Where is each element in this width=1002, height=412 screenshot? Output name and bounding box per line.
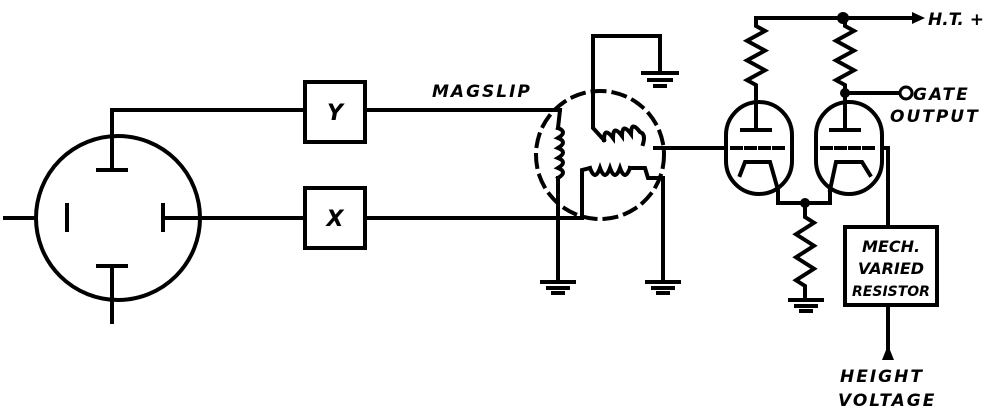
gate-label: GATE xyxy=(913,85,970,105)
resistor-label-2: VARIED xyxy=(858,259,924,278)
cathode-resistor xyxy=(792,201,818,302)
x-amplifier-box: X xyxy=(303,186,367,250)
ground-icon xyxy=(788,298,824,313)
crt-deflection-tube xyxy=(3,108,307,324)
magslip-label: MAGSLIP xyxy=(432,82,532,102)
anode-resistor-1 xyxy=(742,16,770,95)
mech-varied-resistor-box: MECH. VARIED RESISTOR xyxy=(843,225,939,307)
voltage-label: VOLTAGE xyxy=(838,391,936,411)
ht-plus-label: H.T. + xyxy=(928,10,984,30)
y-box-label: Y xyxy=(327,101,345,126)
junction-dot xyxy=(800,198,810,208)
resistor-label-1: MECH. xyxy=(862,237,920,256)
x-box-label: X xyxy=(325,207,345,232)
anode-resistor-2 xyxy=(831,16,859,95)
ground-icon xyxy=(641,71,679,88)
valve-2 xyxy=(814,91,884,196)
y-amplifier-box: Y xyxy=(303,80,367,144)
arrow-icon xyxy=(882,345,894,360)
output-label: OUTPUT xyxy=(890,107,980,127)
gate-output-terminal xyxy=(898,85,914,101)
valve-1 xyxy=(724,91,832,205)
resistor-label-3: RESISTOR xyxy=(852,284,930,300)
magslip xyxy=(534,34,727,284)
height-label: HEIGHT xyxy=(840,367,924,387)
ground-icon xyxy=(645,280,681,295)
ground-icon xyxy=(540,280,576,295)
arrow-icon xyxy=(912,12,925,24)
